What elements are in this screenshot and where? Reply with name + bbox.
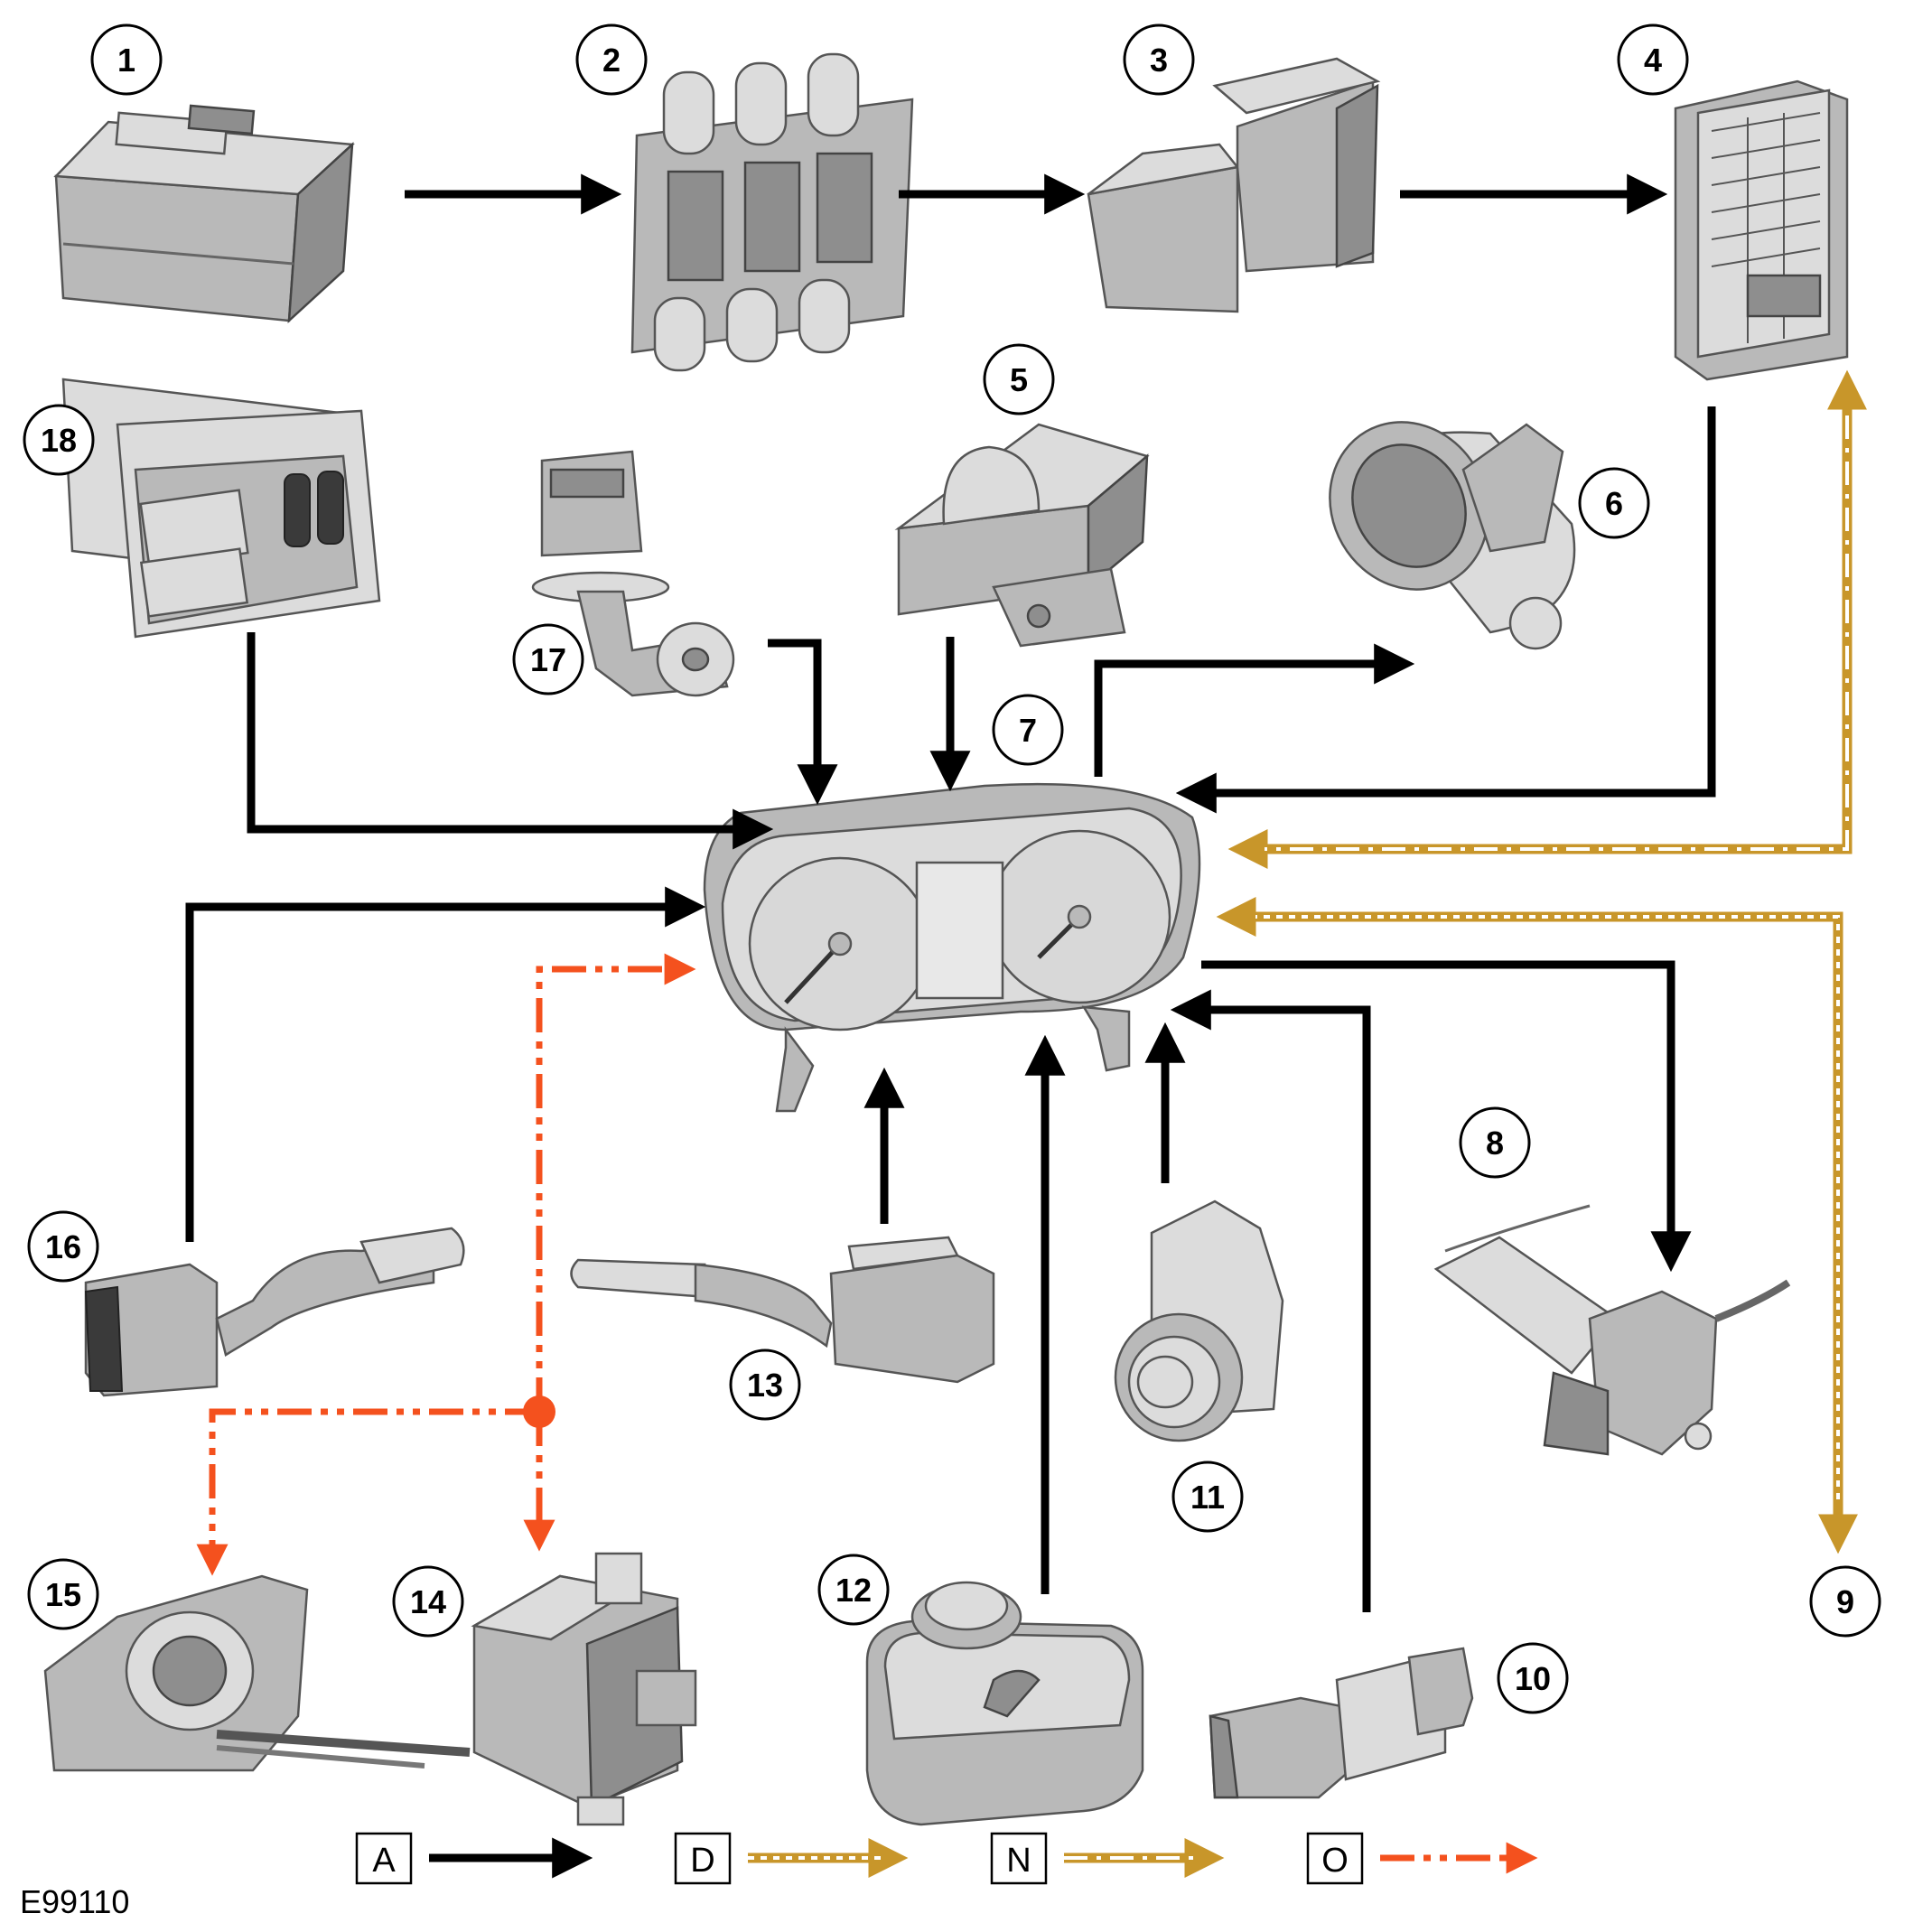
svg-text:4: 4 [1644,42,1662,79]
fuse-box-icon [1674,79,1849,381]
actuator-icon [1433,1204,1791,1456]
switch-pack-icon [61,378,381,639]
svg-text:2: 2 [602,42,621,79]
label-9: 9 [1809,1565,1881,1638]
label-2: 2 [575,23,648,96]
svg-text:D: D [690,1842,714,1880]
label-16: 16 [27,1210,99,1283]
label-15: 15 [27,1558,99,1630]
label-4: 4 [1617,23,1689,96]
svg-text:12: 12 [835,1572,872,1609]
svg-text:9: 9 [1836,1583,1854,1620]
svg-text:N: N [1006,1842,1031,1880]
label-17: 17 [512,623,584,695]
svg-text:5: 5 [1010,361,1028,398]
label-1: 1 [90,23,163,96]
legend-item-a: A [355,1832,593,1885]
label-13: 13 [729,1349,801,1421]
svg-text:16: 16 [45,1228,81,1265]
label-5: 5 [983,343,1055,415]
sender-unit-icon [531,450,735,697]
wires-type-n [1227,369,1867,869]
svg-text:O: O [1321,1842,1349,1880]
svg-text:6: 6 [1605,485,1623,522]
control-module-icon [471,1552,697,1826]
svg-text:1: 1 [117,42,135,79]
svg-text:7: 7 [1019,712,1037,749]
instrument-cluster-icon [703,782,1201,1113]
svg-text:13: 13 [747,1367,783,1404]
svg-text:18: 18 [41,422,77,459]
svg-text:10: 10 [1515,1660,1551,1697]
fluid-reservoir-icon [865,1581,1144,1826]
stalk-switch-right-icon [570,1236,995,1384]
clockspring-icon [43,1574,471,1772]
pressure-switch-icon [1209,1647,1474,1799]
wires-type-d [1216,897,1858,1554]
drawing-code: E99110 [20,1883,129,1920]
svg-text:17: 17 [530,641,566,678]
legend-item-n: N [990,1832,1225,1885]
motor-icon [1329,421,1576,650]
legend-item-d: D [674,1832,909,1885]
svg-text:14: 14 [410,1583,446,1620]
label-7: 7 [992,694,1064,766]
svg-text:15: 15 [45,1576,81,1613]
wires-type-a [185,173,1716,1612]
stalk-switch-left-icon [84,1227,465,1397]
label-12: 12 [817,1554,890,1626]
fuse-block-icon [630,52,914,372]
legend: A D N O [355,1832,1538,1885]
wires-type-o [196,953,696,1576]
power-distribution-box-icon [1087,57,1381,313]
label-11: 11 [1171,1461,1244,1533]
svg-text:A: A [372,1842,396,1880]
label-3: 3 [1123,23,1195,96]
sensor-module-icon [894,423,1150,648]
switch-icon [1114,1199,1284,1442]
label-8: 8 [1459,1106,1531,1179]
svg-text:8: 8 [1486,1125,1504,1162]
battery-icon [53,104,355,324]
svg-text:3: 3 [1150,42,1168,79]
label-10: 10 [1497,1642,1569,1714]
label-18: 18 [23,404,95,476]
svg-text:11: 11 [1190,1479,1225,1516]
label-14: 14 [392,1565,464,1638]
label-6: 6 [1578,467,1650,539]
legend-item-o: O [1306,1832,1538,1885]
wire-junction-icon [523,1395,555,1428]
